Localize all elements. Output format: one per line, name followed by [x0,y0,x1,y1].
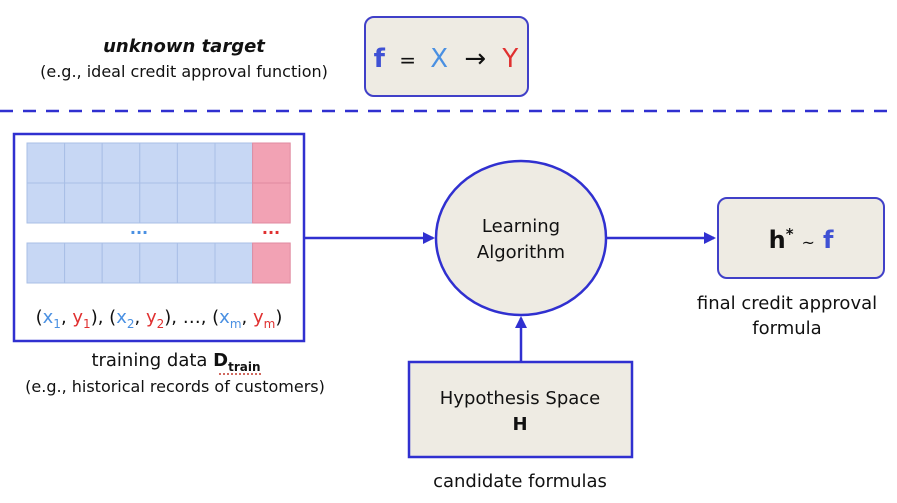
final-formula-box [717,197,885,279]
final-caption-line2: formula [752,318,821,339]
hypothesis-space-caption: candidate formulas [433,471,607,492]
training-pairs: (x1, y1), (x2, y2), …, (xm, ym) [36,307,283,331]
formula-Y: Y [501,44,518,74]
formula-X: X [430,44,448,74]
table-cell [176,182,216,224]
table-cell [139,242,178,284]
final-formula: h*~f [769,225,834,254]
hypothesis-space-box [407,360,634,459]
table-cell [26,182,66,224]
table-cell [139,182,178,224]
target-subtitle: (e.g., ideal credit approval function) [40,62,328,81]
training-data-caption: (e.g., historical records of customers) [25,377,325,396]
table-cell [176,242,216,284]
table-cell [101,182,141,224]
table-cell [139,142,178,184]
table-cell [26,142,66,184]
learning-algorithm-line1: Learning [482,216,560,237]
ellipsis-red: ··· [262,223,280,242]
learning-algorithm-line2: Algorithm [477,242,565,263]
hypothesis-space-title: Hypothesis Space [440,388,601,409]
table-cell [252,242,291,284]
formula-f: f [374,44,386,74]
target-function-formula: f = X → Y [374,44,519,74]
training-data-label: training data Dtrain [91,350,260,374]
formula-eq: = [399,48,416,72]
target-title: unknown target [103,36,266,57]
formula-arrow: → [464,44,486,74]
table-cell [64,182,103,224]
table-cell [214,142,254,184]
training-data-table [26,142,291,284]
table-cell [26,242,66,284]
final-caption-line1: final credit approval [697,293,877,314]
table-cell [64,142,103,184]
target-function-box [364,16,529,97]
table-cell [101,242,141,284]
table-cell [214,242,254,284]
ellipsis-blue: ··· [130,223,148,242]
learning-algorithm-node [434,159,608,317]
hypothesis-space-symbol: H [512,414,527,435]
table-cell [101,142,141,184]
table-cell [252,182,291,224]
table-cell [252,142,291,184]
table-cell [214,182,254,224]
table-cell [64,242,103,284]
table-cell [176,142,216,184]
